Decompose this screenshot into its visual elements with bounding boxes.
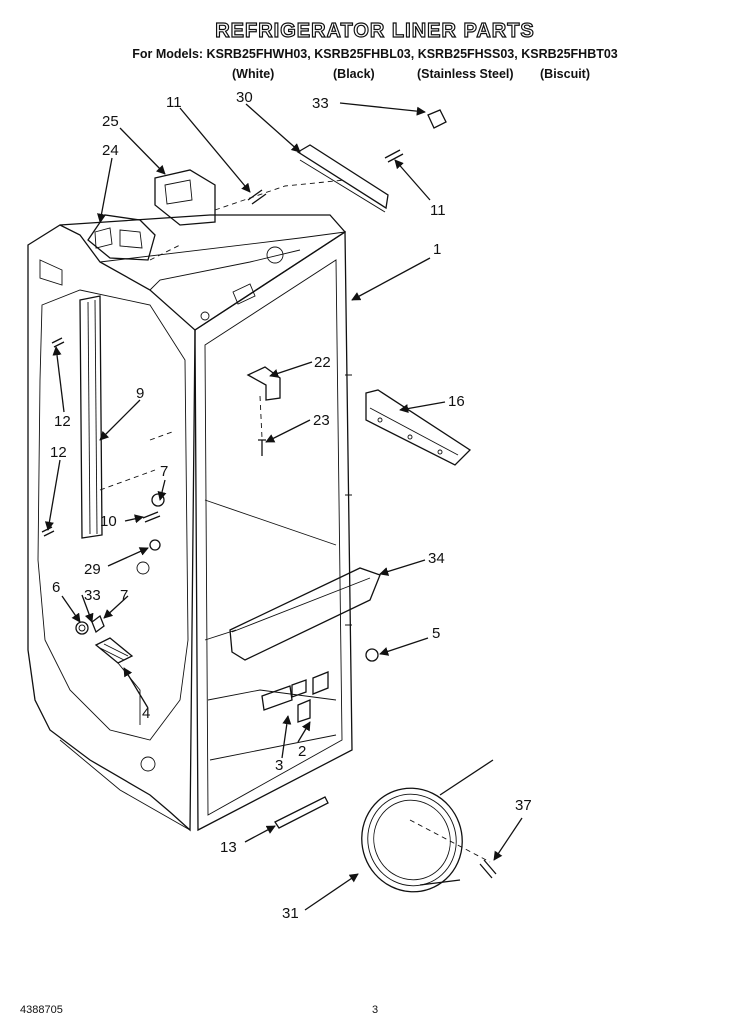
part-5-clip <box>365 648 379 662</box>
page-number: 3 <box>372 1004 379 1016</box>
callout-34: 34 <box>428 550 445 567</box>
doc-number: 4388705 <box>20 1004 63 1016</box>
callout-10: 10 <box>100 513 117 530</box>
callout-5: 5 <box>432 625 440 642</box>
part-8-switch <box>151 493 165 507</box>
page-title: REFRIGERATOR LINER PARTS <box>215 19 535 42</box>
part-22-bracket <box>246 366 281 401</box>
callout-1: 1 <box>433 241 441 258</box>
callout-2: 2 <box>298 743 306 760</box>
variant-biscuit: (Biscuit) <box>540 67 590 81</box>
callout-29: 29 <box>84 561 101 578</box>
callout-9: 9 <box>136 385 144 402</box>
part-31-coil <box>361 759 494 893</box>
variant-white: (White) <box>232 67 275 81</box>
screw-11-a <box>247 189 267 205</box>
leader-lines <box>44 102 523 911</box>
callout-24: 24 <box>102 142 119 159</box>
assembly-dash-lines <box>99 179 491 863</box>
part-3-bracket <box>261 685 293 711</box>
part-12-screws <box>41 337 65 537</box>
screw-11-b <box>384 149 404 163</box>
variant-stainless: (Stainless Steel) <box>417 67 514 81</box>
callout-33: 33 <box>84 587 101 604</box>
callout-26: 30 <box>236 89 253 106</box>
callout-22: 22 <box>314 354 331 371</box>
callout-30: 33 <box>312 95 329 112</box>
part-26-rail <box>296 144 389 213</box>
callout-25: 25 <box>102 113 119 130</box>
callout-12b: 12 <box>50 444 67 461</box>
callout-7: 7 <box>120 587 128 604</box>
variant-black: (Black) <box>333 67 375 81</box>
screw-23 <box>258 439 266 456</box>
callout-31: 31 <box>282 905 299 922</box>
callout-11a: 11 <box>166 94 182 111</box>
callout-11b: 11 <box>430 202 446 219</box>
liner-cabinet <box>27 214 353 832</box>
part-34-cover <box>229 567 381 661</box>
screw-37 <box>479 859 497 879</box>
callout-37: 37 <box>515 797 532 814</box>
callout-3: 3 <box>275 757 283 774</box>
callout-23: 23 <box>313 412 330 429</box>
callout-6: 6 <box>52 579 60 596</box>
part-13-strap <box>274 796 329 829</box>
part-29-light <box>136 539 161 575</box>
part-16-duct <box>365 389 472 466</box>
part-25-bracket <box>154 169 216 226</box>
part-24-housing <box>87 214 156 261</box>
callout-labels: 11 30 33 25 24 11 1 22 23 16 9 12 12 7 1… <box>50 89 532 922</box>
part-30-clip <box>427 109 447 129</box>
callout-16: 16 <box>448 393 465 410</box>
part-10-screw <box>142 511 161 523</box>
part-6-socket <box>75 621 89 635</box>
part-9-strip <box>79 295 103 539</box>
callout-12a: 12 <box>54 413 71 430</box>
callout-13: 13 <box>220 839 237 856</box>
callout-8: 7 <box>160 463 168 480</box>
part-4-cover <box>94 637 141 725</box>
part-7-33-clip <box>91 614 105 634</box>
callout-4: 4 <box>142 705 150 722</box>
models-line: For Models: KSRB25FHWH03, KSRB25FHBL03, … <box>132 47 618 61</box>
part-2-bracket <box>291 671 329 723</box>
